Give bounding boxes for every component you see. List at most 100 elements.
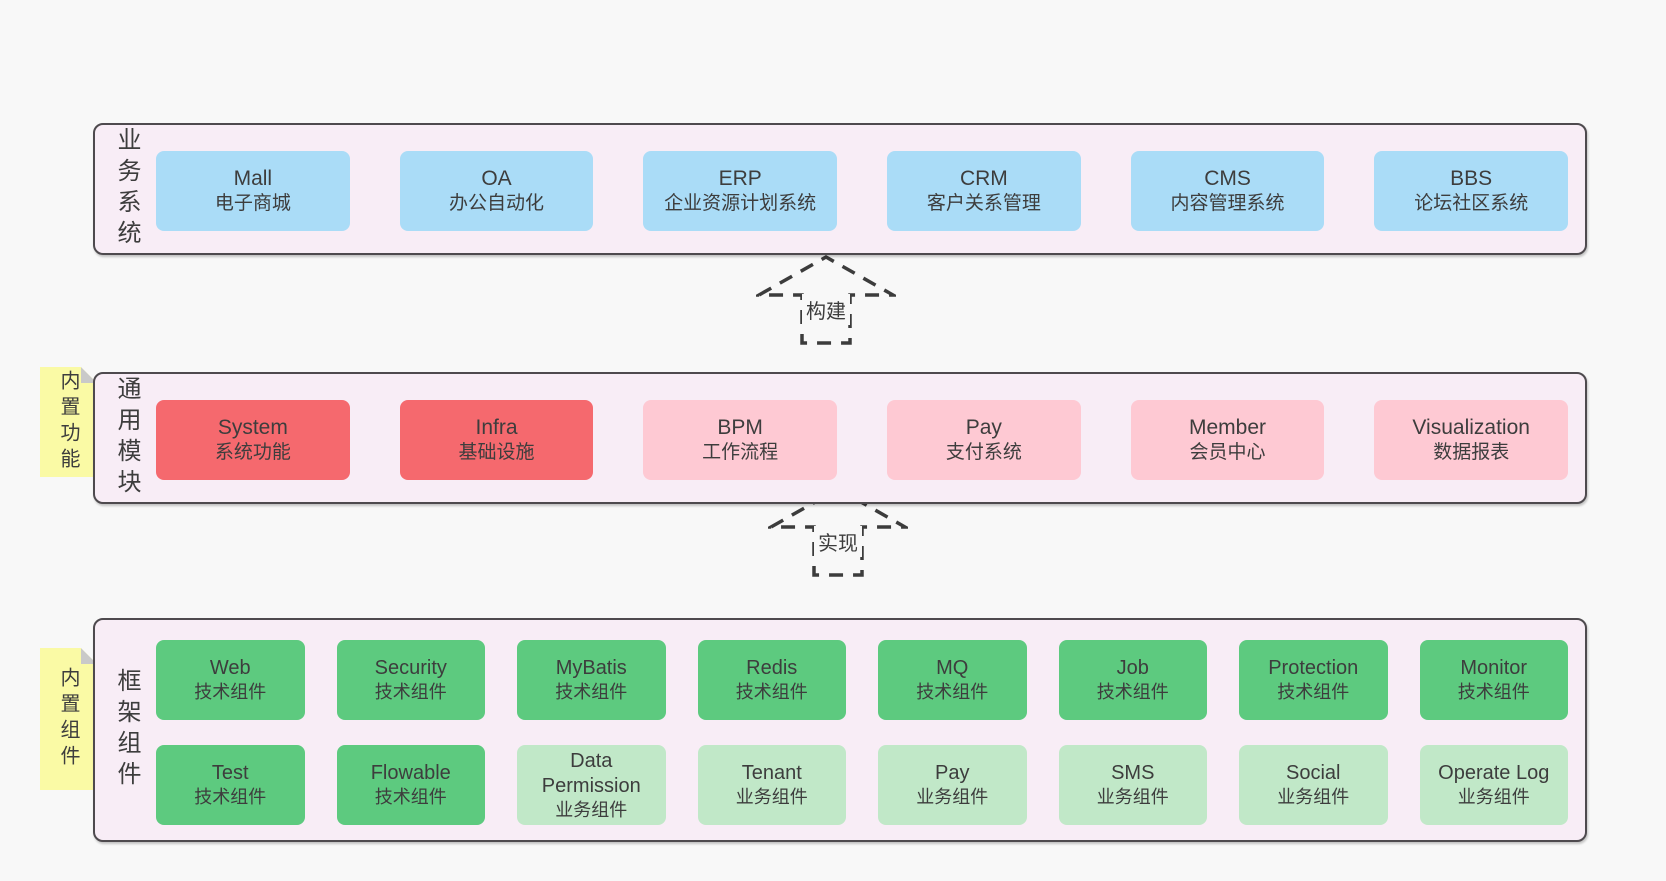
box-operate-log: Operate Log 业务组件: [1419, 745, 1568, 825]
box-desc: 技术组件: [555, 682, 628, 703]
box-test: Test 技术组件: [156, 745, 305, 825]
box-desc: 技术组件: [194, 682, 267, 703]
box-name: Web: [209, 657, 251, 680]
box-social: Social 业务组件: [1239, 745, 1388, 825]
box-desc: 办公自动化: [449, 193, 545, 215]
box-name: Flowable: [370, 762, 451, 785]
implement-arrow-label: 实现: [814, 526, 862, 557]
box-flowable: Flowable 技术组件: [336, 745, 485, 825]
box-name: CMS: [1204, 167, 1251, 190]
box-mq: MQ 技术组件: [878, 640, 1027, 720]
sticky-note-label: 内置功能: [57, 370, 79, 474]
box-desc: 数据报表: [1433, 442, 1510, 464]
box-name: MyBatis: [555, 657, 627, 680]
box-security: Security 技术组件: [336, 640, 485, 720]
box-desc: 技术组件: [1277, 682, 1350, 703]
business-systems-row: Mall 电子商城 OA 办公自动化 ERP 企业资源计划系统 CRM 客户关系…: [156, 151, 1569, 231]
box-desc: 技术组件: [374, 682, 447, 703]
layer-business-systems: 业务系统 Mall 电子商城 OA 办公自动化 ERP 企业资源计划系统 CRM…: [93, 123, 1587, 255]
box-name: BBS: [1450, 167, 1493, 190]
box-name: Social: [1286, 762, 1341, 785]
box-job: Job 技术组件: [1058, 640, 1207, 720]
box-member: Member 会员中心: [1130, 400, 1325, 480]
box-name: SMS: [1111, 762, 1155, 785]
box-bpm: BPM 工作流程: [643, 400, 838, 480]
box-name: OA: [481, 167, 512, 190]
box-name: Redis: [746, 657, 798, 680]
common-modules-row: System 系统功能 Infra 基础设施 BPM 工作流程 Pay 支付系统…: [156, 400, 1569, 480]
box-name: Mall: [233, 167, 273, 190]
box-desc: 电子商城: [214, 193, 291, 215]
box-name: Operate Log: [1438, 762, 1550, 785]
box-desc: 技术组件: [916, 682, 989, 703]
box-desc: 企业资源计划系统: [664, 193, 817, 215]
box-desc: 工作流程: [702, 442, 779, 464]
box-desc: 论坛社区系统: [1414, 193, 1529, 215]
dashed-up-arrow-icon: [768, 486, 908, 577]
box-system: System 系统功能: [156, 400, 350, 480]
box-pay-module: Pay 支付系统: [887, 400, 1081, 480]
box-mybatis: MyBatis 技术组件: [517, 640, 666, 720]
box-name: Data Permission: [541, 749, 641, 797]
dashed-up-arrow-icon: [756, 254, 896, 345]
framework-components-row-2: Test 技术组件 Flowable 技术组件 Data Permission …: [156, 745, 1568, 825]
layer-framework-components: 框架组件 Web 技术组件 Security 技术组件 MyBatis 技术组件…: [93, 618, 1587, 842]
box-web: Web 技术组件: [156, 640, 305, 720]
build-arrow-label: 构建: [802, 294, 850, 325]
box-desc: 技术组件: [735, 682, 808, 703]
box-name: Monitor: [1460, 657, 1528, 680]
box-desc: 技术组件: [194, 787, 267, 808]
implement-arrow: 实现: [768, 486, 908, 578]
build-arrow: 构建: [756, 254, 896, 346]
layer-label-framework-components: 框架组件: [113, 668, 140, 792]
box-desc: 会员中心: [1189, 442, 1266, 464]
box-desc: 技术组件: [1457, 682, 1530, 703]
box-desc: 业务组件: [555, 799, 628, 820]
box-erp: ERP 企业资源计划系统: [643, 151, 838, 231]
box-redis: Redis 技术组件: [697, 640, 846, 720]
box-name: Tenant: [741, 762, 802, 785]
box-name: Pay: [965, 416, 1002, 439]
box-name: ERP: [718, 167, 762, 190]
box-name: BPM: [717, 416, 763, 439]
box-desc: 基础设施: [458, 442, 535, 464]
box-data-permission: Data Permission 业务组件: [517, 745, 666, 825]
box-name: Pay: [935, 762, 970, 785]
box-desc: 业务组件: [1277, 787, 1350, 808]
box-mall: Mall 电子商城: [156, 151, 350, 231]
box-visualization: Visualization 数据报表: [1374, 400, 1569, 480]
layer-label-common-modules: 通用模块: [113, 376, 140, 500]
box-protection: Protection 技术组件: [1239, 640, 1388, 720]
layer-common-modules: 通用模块 System 系统功能 Infra 基础设施 BPM 工作流程 Pay…: [93, 372, 1587, 504]
box-name: Test: [211, 762, 249, 785]
box-name: CRM: [959, 167, 1008, 190]
box-tenant: Tenant 业务组件: [697, 745, 846, 825]
box-cms: CMS 内容管理系统: [1130, 151, 1325, 231]
box-name: Protection: [1268, 657, 1359, 680]
box-oa: OA 办公自动化: [399, 151, 594, 231]
box-infra: Infra 基础设施: [399, 400, 594, 480]
box-pay-component: Pay 业务组件: [878, 745, 1027, 825]
box-desc: 业务组件: [735, 787, 808, 808]
box-name: Member: [1189, 416, 1267, 439]
box-desc: 技术组件: [1096, 682, 1169, 703]
box-name: Infra: [475, 416, 518, 439]
box-desc: 客户关系管理: [926, 193, 1041, 215]
box-name: System: [217, 416, 288, 439]
box-name: Security: [374, 657, 447, 680]
box-desc: 业务组件: [1457, 787, 1530, 808]
box-monitor: Monitor 技术组件: [1419, 640, 1568, 720]
sticky-note-built-in-features: 内置功能: [40, 367, 97, 477]
box-bbs: BBS 论坛社区系统: [1374, 151, 1569, 231]
box-crm: CRM 客户关系管理: [887, 151, 1081, 231]
framework-components-row-1: Web 技术组件 Security 技术组件 MyBatis 技术组件 Redi…: [156, 640, 1568, 720]
sticky-note-label: 内置组件: [57, 667, 79, 771]
sticky-note-built-in-components: 内置组件: [40, 648, 97, 790]
box-name: Job: [1116, 657, 1149, 680]
box-desc: 系统功能: [214, 442, 291, 464]
box-desc: 业务组件: [916, 787, 989, 808]
box-desc: 内容管理系统: [1170, 193, 1285, 215]
box-sms: SMS 业务组件: [1058, 745, 1207, 825]
box-desc: 业务组件: [1096, 787, 1169, 808]
